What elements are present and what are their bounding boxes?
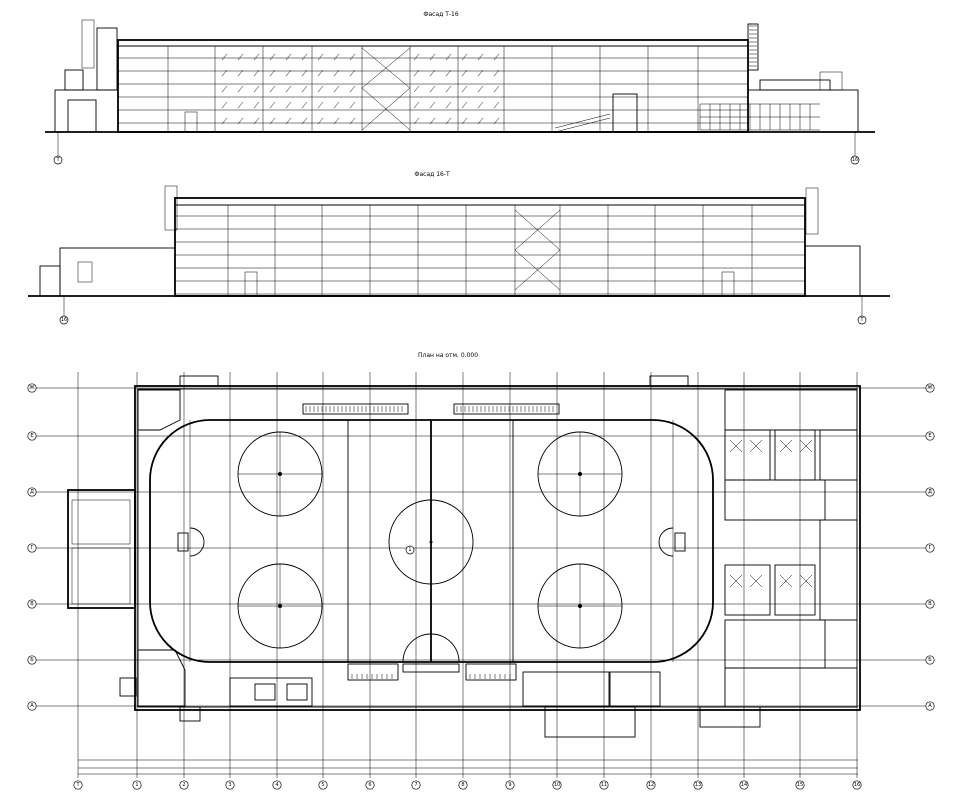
axis-bubble-bottom-10: 10 xyxy=(554,782,560,788)
axis-bubble-bottom-7: 7 xyxy=(414,782,417,788)
facade-bottom-axis-right: Т xyxy=(859,317,864,323)
facade-bottom: Фасад 16-Т 16 Т xyxy=(28,171,890,325)
axis-bubble-left-6: А xyxy=(30,703,34,709)
facade-bottom-title: Фасад 16-Т xyxy=(414,171,450,178)
axis-bubble-bottom-11: 11 xyxy=(601,782,607,788)
axis-bubble-bottom-14: 14 xyxy=(741,782,747,788)
axis-bubble-bottom-8: 8 xyxy=(461,782,464,788)
facade-top: Фасад Т-16 Т 16 xyxy=(45,11,875,165)
rink-label: 1 xyxy=(408,547,411,553)
axis-bubble-bottom-3: 3 xyxy=(228,782,231,788)
axis-bubble-left-1: Е xyxy=(30,433,33,439)
axis-bubble-bottom-2: 2 xyxy=(182,782,185,788)
axis-bubble-left-5: Б xyxy=(30,657,34,663)
axis-bubble-bottom-16: 16 xyxy=(854,782,860,788)
axis-bubble-left-2: Д xyxy=(30,489,34,495)
axis-bubble-bottom-12: 12 xyxy=(648,782,654,788)
axis-bubble-bottom-6: 6 xyxy=(368,782,371,788)
floor-plan: План на отм. 0.000 xyxy=(27,352,935,790)
axis-bubble-right-5: Б xyxy=(928,657,932,663)
axis-bubble-bottom-1: 1 xyxy=(135,782,138,788)
axis-bubble-bottom-13: 13 xyxy=(695,782,701,788)
plan-title: План на отм. 0.000 xyxy=(418,352,478,359)
facade-top-axis-right: 16 xyxy=(852,157,858,163)
facade-top-axis-left: Т xyxy=(55,157,60,163)
axis-bubble-right-1: Е xyxy=(928,433,931,439)
axis-bubble-bottom-15: 15 xyxy=(797,782,803,788)
axis-bubble-right-0: Ж xyxy=(927,385,933,391)
facade-top-title: Фасад Т-16 xyxy=(423,11,459,18)
axis-bubble-left-4: В xyxy=(30,601,34,607)
axis-bubble-left-3: Г xyxy=(30,545,33,551)
axis-bubble-bottom-4: 4 xyxy=(275,782,278,788)
axis-bubble-right-3: Г xyxy=(928,545,931,551)
axis-bubble-bottom-5: 5 xyxy=(321,782,324,788)
axis-bubble-right-2: Д xyxy=(928,489,932,495)
axis-bubble-left-0: Ж xyxy=(29,385,35,391)
axis-bubble-bottom-0: Т xyxy=(75,782,80,788)
axis-bubble-right-4: В xyxy=(928,601,932,607)
facade-bottom-axis-left: 16 xyxy=(61,317,67,323)
axis-bubble-right-6: А xyxy=(928,703,932,709)
axis-bubble-bottom-9: 9 xyxy=(508,782,511,788)
